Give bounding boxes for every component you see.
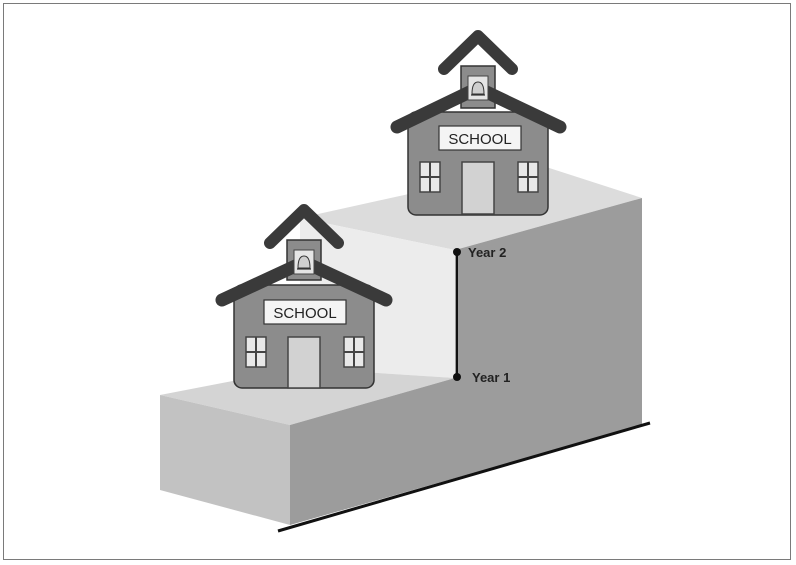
year-2-label: Year 2	[468, 245, 506, 260]
window-icon	[344, 337, 364, 367]
door-icon	[462, 162, 494, 214]
window-icon	[420, 162, 440, 192]
school-sign-text: SCHOOL	[273, 305, 336, 322]
bell-icon	[468, 76, 488, 100]
bell-icon	[294, 250, 314, 274]
year-1-label: Year 1	[472, 370, 510, 385]
year-1-dot	[453, 373, 461, 381]
school-sign-text: SCHOOL	[448, 131, 511, 148]
door-icon	[288, 337, 320, 388]
window-icon	[246, 337, 266, 367]
window-icon	[518, 162, 538, 192]
school-upper: SCHOOL	[397, 36, 560, 215]
year-2-dot	[453, 248, 461, 256]
tower-roof	[444, 36, 512, 69]
